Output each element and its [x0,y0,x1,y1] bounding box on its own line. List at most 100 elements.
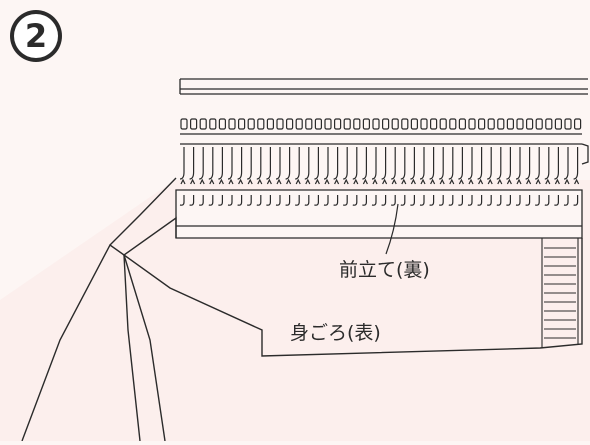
needle-butt [209,118,217,130]
needle-latch [199,178,205,185]
needle-hook [391,171,396,180]
needle-latch [468,178,474,185]
placket-stitch [573,195,579,206]
needle-latch [295,178,301,185]
needle-hook [439,171,444,180]
needle-butt [353,118,361,130]
placket-stitch [179,195,185,206]
needle-butt [295,118,303,130]
placket-stitch [352,195,358,206]
needle-hook [429,171,435,180]
needle-latch [420,178,426,185]
placket-stitch [189,195,195,206]
needle-latch [324,178,330,185]
needle-frame [180,133,589,165]
needle-latch [276,178,282,185]
needle-latch [545,178,551,185]
placket-stitch [285,195,291,206]
needle-hook [323,171,329,180]
front-placket-label: 前立て(裏) [339,259,430,281]
needle-butt [276,118,284,130]
needle-latch [238,178,244,185]
placket-stitch [506,195,511,206]
needle-butt [439,118,447,130]
needle-latch [535,178,541,185]
needle-latch [564,178,570,185]
needle-hook [506,171,511,180]
placket-stitch [410,195,415,206]
needle-butt [314,118,322,130]
step-number: 2 [14,14,58,58]
placket-stitch [448,195,454,206]
needle-hook [352,171,358,180]
front-placket [175,189,583,239]
needle-latch [449,178,455,185]
needle-hook [477,171,483,180]
placket-stitch [381,195,387,206]
needle-hook [487,171,492,180]
needle-butt [382,118,390,130]
needle-hooks [179,171,580,185]
needle-butt [305,118,313,130]
needle-butt [506,118,514,130]
placket-stitch [295,195,300,206]
placket-stitch [323,195,329,206]
needle-hook [419,171,425,180]
placket-stitch [515,195,521,206]
needle-hook [266,171,271,180]
placket-stitch [487,195,492,206]
needle-latch [526,178,532,185]
needle-hook [275,171,281,180]
needle-latch [257,178,263,185]
needle-latch [391,178,397,185]
needle-butt [468,118,476,130]
needle-butt [458,118,466,130]
needle-hook [563,171,569,180]
needle-latch [487,178,493,185]
needle-hook [544,171,550,180]
needle-latch [410,178,416,185]
needle-butt [190,118,198,130]
needle-shafts [183,147,579,172]
needle-butt [372,118,380,130]
needle-butt [391,118,399,130]
placket-stitch [439,195,444,206]
needle-latch [497,178,503,185]
needle-butt [324,118,332,130]
needle-hook [458,171,463,180]
needle-latch [228,178,234,185]
needle-latch [247,178,253,185]
needle-hook [535,171,540,180]
needle-hook [554,171,559,180]
needle-hook [295,171,300,180]
needle-hook [515,171,521,180]
needle-hook [525,171,531,180]
needle-latch [286,178,292,185]
placket-stitch [496,195,502,206]
placket-stitch [400,195,406,206]
needle-latch [478,178,484,185]
needle-hook [314,171,319,180]
body-front-label: 身ごろ(表) [290,322,381,344]
placket-stitch [563,195,569,206]
placket-stitch [275,195,281,206]
placket-stitch [467,195,473,206]
placket-stitch [266,195,271,206]
placket-stitch [391,195,396,206]
needle-latch [180,178,186,185]
placket-stitch [247,195,252,206]
needle-hook [496,171,502,180]
needle-hook [208,171,214,180]
needle-hook [467,171,473,180]
needle-hook [285,171,291,180]
needle-butt [535,118,543,130]
needle-hook [179,171,185,180]
placket-stitch [544,195,550,206]
body-piece [21,177,583,442]
needle-latch [266,178,272,185]
needle-butt [266,118,274,130]
placket-stitch [237,195,243,206]
placket-stitch [227,195,233,206]
